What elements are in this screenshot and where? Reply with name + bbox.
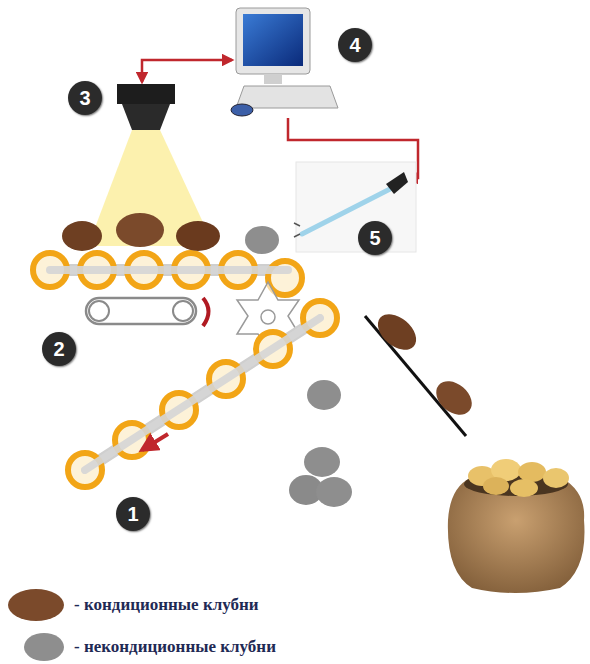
signal-wire [142, 60, 232, 82]
conveyor-bar [50, 266, 288, 274]
camera-lens [122, 104, 170, 130]
conveyor-bar [85, 318, 320, 470]
ejector-head [386, 172, 408, 194]
bad-tuber [307, 380, 341, 410]
drive-belt [86, 298, 196, 324]
ejector-panel [296, 162, 416, 252]
legend-swatch [24, 633, 64, 661]
sack-potato [510, 479, 538, 497]
belt-pulley [89, 301, 109, 321]
bad-tuber [316, 477, 352, 507]
ejector-tip [294, 223, 300, 237]
legend-row: - некондиционные клубни [8, 630, 276, 664]
callout-number: 4 [338, 28, 372, 62]
monitor-stand [264, 74, 282, 84]
belt-pulley [173, 301, 193, 321]
rotation-mark [203, 298, 209, 326]
good-tuber [371, 307, 423, 357]
legend-swatch [8, 589, 64, 621]
callout-number: 5 [358, 221, 392, 255]
callout-number: 1 [116, 497, 150, 531]
good-tuber [176, 221, 220, 251]
direction-arrow [142, 434, 168, 450]
sack-potato [518, 462, 546, 482]
bad-tuber [245, 226, 279, 254]
callout-number: 3 [68, 81, 102, 115]
computer-mouse [231, 104, 253, 116]
good-tuber [430, 374, 479, 421]
bad-tuber [304, 447, 340, 477]
star-hub [261, 310, 275, 324]
good-tuber [116, 213, 164, 247]
good-tuber [62, 221, 102, 251]
sack-potato [543, 468, 569, 488]
camera-body [117, 84, 175, 104]
conveyor-bar [85, 318, 320, 470]
legend-text: - некондиционные клубни [74, 637, 276, 657]
chute [365, 316, 466, 436]
monitor-frame [236, 8, 310, 74]
callout-number: 2 [42, 332, 76, 366]
legend-row: - кондиционные клубни [8, 588, 259, 622]
computer-keyboard [236, 86, 338, 108]
legend-text: - кондиционные клубни [74, 595, 259, 615]
sack-potato [483, 477, 509, 495]
potato-sack [448, 472, 585, 593]
monitor-screen [243, 14, 303, 66]
